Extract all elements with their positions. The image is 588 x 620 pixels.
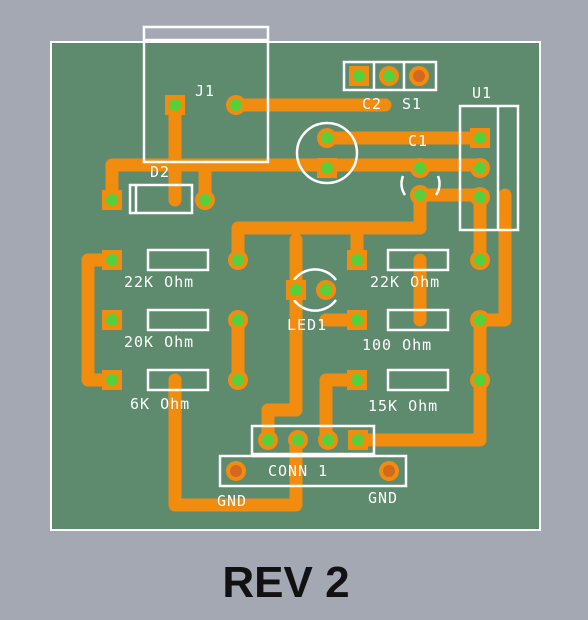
- label-r3: 6K Ohm: [130, 395, 190, 413]
- pads: [102, 66, 490, 481]
- label-u1: U1: [472, 84, 492, 102]
- label-led1: LED1: [287, 316, 327, 334]
- led1-outline: [292, 268, 338, 312]
- silkscreen-labels: J1 C2 S1 U1 C1 D2 22K Ohm 20K Ohm 6K Ohm…: [124, 82, 492, 510]
- label-r5: 100 Ohm: [362, 336, 432, 354]
- revision-title: REV 2: [222, 558, 349, 607]
- conn1-outline: [250, 424, 376, 456]
- r5-outline: [386, 308, 450, 332]
- c2-outline: [295, 121, 359, 185]
- label-r1: 22K Ohm: [124, 273, 194, 291]
- label-j1: J1: [195, 82, 215, 100]
- label-c1: C1: [408, 132, 428, 150]
- j1-outline: [142, 25, 270, 164]
- r4-outline: [386, 248, 450, 272]
- trace-d2-top: [105, 158, 487, 207]
- trace-r3-down: [168, 373, 303, 512]
- s1-outline: [342, 60, 438, 92]
- label-r2: 20K Ohm: [124, 333, 194, 351]
- c1-outline: [400, 175, 441, 196]
- label-d2: D2: [150, 163, 170, 181]
- trace-r6-left: [319, 373, 364, 447]
- r2-outline: [146, 308, 210, 332]
- d2-outline: [128, 183, 194, 215]
- label-c2: C2: [362, 95, 382, 113]
- label-gnd-left: GND: [217, 492, 247, 510]
- trace-mid-bus: [231, 188, 427, 235]
- silkscreen-outlines: [128, 25, 520, 488]
- r3-outline: [146, 368, 210, 392]
- label-conn1: CONN 1: [268, 462, 328, 480]
- r1-outline: [146, 248, 210, 272]
- label-r6: 15K Ohm: [368, 397, 438, 415]
- label-s1: S1: [402, 95, 422, 113]
- u1-outline: [458, 104, 520, 232]
- label-gnd-right: GND: [368, 489, 398, 507]
- r6-outline: [386, 368, 450, 392]
- trace-left-column: [81, 253, 119, 387]
- trace-conn-right: [350, 373, 487, 447]
- label-r4: 22K Ohm: [370, 273, 440, 291]
